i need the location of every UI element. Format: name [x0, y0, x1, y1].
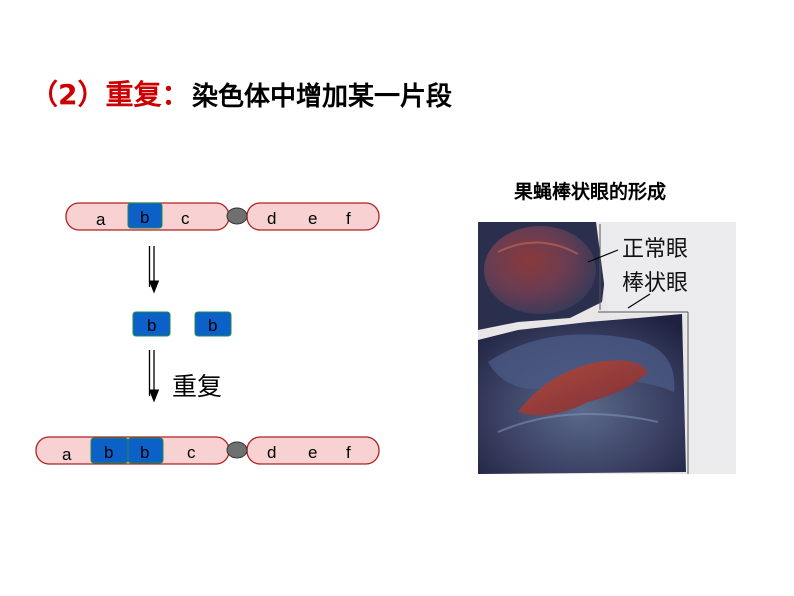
label-bar-eye: 棒状眼	[622, 271, 688, 296]
gene-label-b: b	[140, 208, 149, 227]
arrow-duplication: 重复	[148, 350, 222, 403]
chromosome-bottom: a b b c d e f	[35, 436, 380, 465]
gene-label-b: b	[140, 443, 149, 462]
gene-label-c: c	[187, 443, 196, 462]
centromere	[226, 441, 248, 459]
arrow-break	[148, 246, 160, 294]
pointer-bar-eye	[627, 293, 651, 309]
gene-label-a: a	[96, 210, 106, 229]
chromosome-top: a b c d e f	[65, 202, 380, 231]
gene-box-b	[127, 202, 163, 229]
gene-label-d: d	[267, 443, 276, 462]
section-number-term: （2）重复：	[30, 78, 190, 111]
normal-eye	[484, 226, 596, 314]
gene-label-e: e	[308, 443, 317, 462]
gene-label-b: b	[104, 443, 113, 462]
section-definition: 染色体中增加某一片段	[192, 82, 453, 112]
fly-eye-photo: 正常眼 棒状眼	[478, 222, 736, 474]
gene-label-a: a	[62, 445, 72, 464]
centromere	[226, 207, 248, 225]
label-normal-eye: 正常眼	[622, 237, 688, 262]
gene-label-c: c	[181, 209, 190, 228]
fragment-label: b	[147, 316, 156, 335]
fragments: b b	[132, 311, 232, 337]
bar-eye	[518, 360, 648, 416]
gene-label-e: e	[308, 209, 317, 228]
gene-label-f: f	[346, 443, 351, 462]
fragment-label: b	[208, 316, 217, 335]
fragment-box	[194, 311, 232, 337]
gene-label-d: d	[267, 209, 276, 228]
arrow-label: 重复	[172, 372, 222, 401]
gene-label-f: f	[346, 209, 351, 228]
gene-box-b	[127, 437, 164, 464]
photo-caption: 果蝇棒状眼的形成	[514, 181, 667, 203]
pointer-normal-eye	[587, 249, 619, 263]
fragment-box	[132, 311, 171, 337]
